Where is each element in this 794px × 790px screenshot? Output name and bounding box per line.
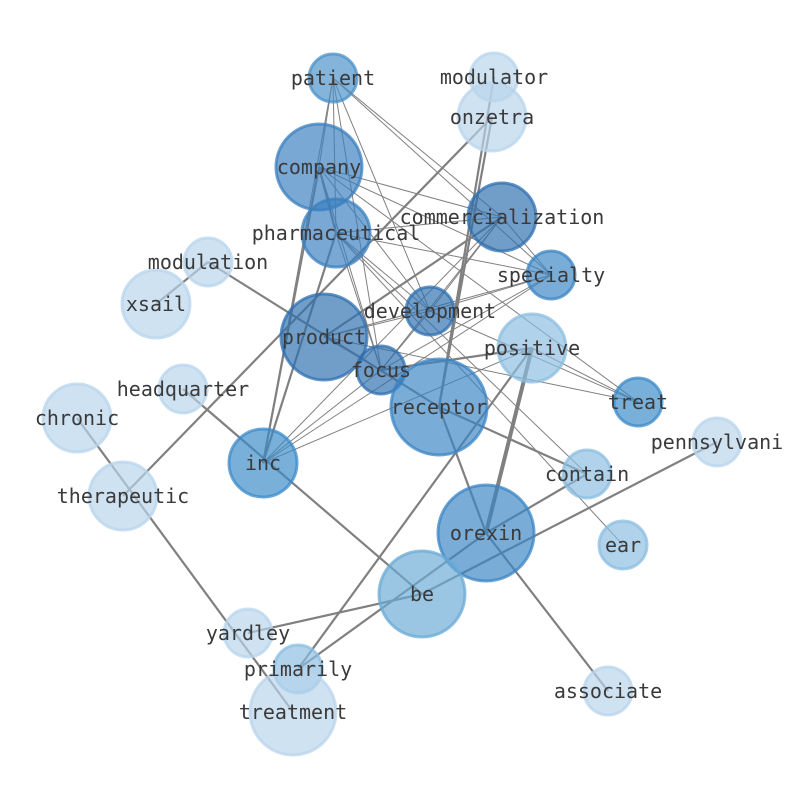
node-label-ear: ear	[605, 533, 641, 557]
node-label-be: be	[410, 582, 434, 606]
edge-patient-development	[332, 77, 431, 312]
node-label-pharmaceutical: pharmaceutical	[252, 221, 421, 245]
node-contain	[561, 448, 613, 500]
edge-headquarter-be	[182, 388, 423, 595]
node-commercialization	[466, 181, 538, 253]
node-label-primarily: primarily	[244, 657, 352, 681]
node-label-inc: inc	[245, 451, 281, 475]
node-ear	[597, 519, 649, 571]
network-nodes	[41, 51, 743, 757]
node-label-modulator: modulator	[440, 65, 548, 89]
node-patient	[307, 52, 359, 104]
node-label-therapeutic: therapeutic	[57, 484, 189, 508]
node-label-xsail: xsail	[126, 292, 186, 316]
node-label-orexin: orexin	[450, 521, 522, 545]
node-headquarter	[157, 363, 209, 415]
node-label-associate: associate	[554, 679, 662, 703]
node-therapeutic	[87, 460, 159, 532]
node-label-contain: contain	[545, 462, 629, 486]
node-label-treat: treat	[608, 390, 668, 414]
node-pharmaceutical	[300, 197, 372, 269]
node-label-development: development	[364, 299, 496, 323]
node-xsail	[120, 268, 192, 340]
node-label-onzetra: onzetra	[450, 105, 534, 129]
edge-specialty-inc	[262, 274, 552, 464]
node-label-focus: focus	[351, 358, 411, 382]
node-label-specialty: specialty	[497, 263, 605, 287]
node-label-commercialization: commercialization	[400, 205, 605, 229]
node-label-yardley: yardley	[206, 621, 290, 645]
node-associate	[582, 665, 634, 717]
edge-positive-primarily	[297, 347, 533, 670]
edge-pharmaceutical-specialty	[335, 232, 552, 276]
node-label-pennsylvani: pennsylvani	[651, 430, 783, 454]
node-specialty	[525, 249, 577, 301]
node-label-company: company	[277, 155, 361, 179]
node-receptor	[389, 357, 489, 457]
edge-pharmaceutical-contain	[335, 232, 588, 475]
node-label-product: product	[282, 325, 366, 349]
node-label-patient: patient	[291, 66, 375, 90]
node-modulation	[182, 236, 234, 288]
node-label-modulation: modulation	[148, 250, 268, 274]
node-product	[279, 292, 369, 382]
node-label-treatment: treatment	[239, 700, 347, 724]
node-treatment	[248, 667, 338, 757]
node-label-positive: positive	[484, 336, 580, 360]
node-label-headquarter: headquarter	[117, 377, 249, 401]
node-focus	[355, 344, 407, 396]
node-pennsylvani	[691, 416, 743, 468]
node-yardley	[222, 607, 274, 659]
node-chronic	[41, 382, 113, 454]
node-label-receptor: receptor	[391, 395, 487, 419]
node-label-chronic: chronic	[35, 406, 119, 430]
node-be	[377, 549, 467, 639]
network-labels: patient modulator onzetra company commercial…	[35, 65, 783, 724]
node-treat	[612, 376, 664, 428]
node-inc	[227, 427, 299, 499]
node-orexin	[436, 483, 536, 583]
node-onzetra	[456, 81, 528, 153]
node-positive	[496, 312, 568, 384]
node-development	[404, 285, 456, 337]
edge-company-treat	[318, 166, 639, 403]
